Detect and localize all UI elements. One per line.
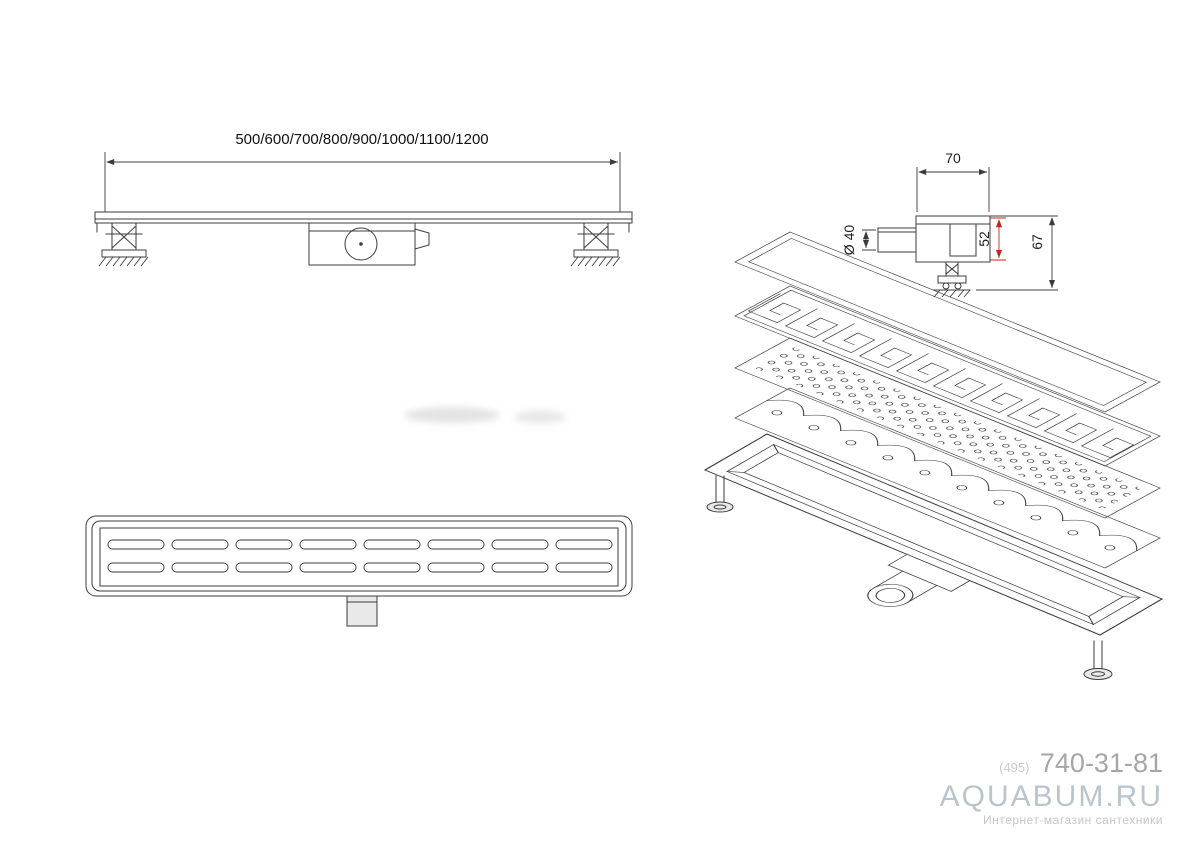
- channel-depth-edges: [726, 444, 1141, 625]
- frame-layer: [734, 231, 1161, 413]
- foot-cross-brace: [583, 225, 609, 249]
- end-view-dimensions: 70 Ø 40 52 67: [841, 150, 1058, 298]
- grate-panel: [99, 527, 619, 587]
- watermark-site-name: AQUABUM.RU: [940, 780, 1163, 813]
- adjustable-foot-front-left: [706, 475, 734, 513]
- foot-struts: [111, 222, 137, 251]
- pipe-diameter-extension-lines: [862, 229, 876, 251]
- grate-slots: [107, 539, 613, 573]
- adjustable-foot-front-right: [1083, 640, 1113, 680]
- width-dimension-value: 70: [945, 150, 961, 166]
- ground-hatch: [570, 256, 621, 267]
- watermark-tagline: Интернет-магазин сантехники: [983, 813, 1163, 827]
- trap-housing: [887, 553, 971, 592]
- foot-base-plate: [573, 249, 619, 258]
- drain-outlet-circle: [344, 227, 378, 261]
- body-height-extension-lines: [990, 217, 1006, 261]
- foot-cross-brace: [111, 225, 137, 249]
- outlet-center-dot: [359, 242, 363, 246]
- pipe-end: [867, 583, 914, 607]
- width-extension-lines: [916, 167, 990, 212]
- top-view: [85, 515, 633, 627]
- foot-base-plate: [101, 249, 147, 258]
- wave-profile: [765, 399, 1138, 552]
- dimension-extension-lines: [104, 152, 621, 212]
- body-height-value: 52: [976, 231, 992, 247]
- smudge-artifact: [404, 407, 566, 423]
- total-height-extension-lines: [976, 215, 1058, 291]
- length-dimension-label: 500/600/700/800/900/1000/1100/1200: [235, 131, 488, 148]
- end-view-foot: [933, 261, 971, 298]
- perforation-holes: [753, 346, 1142, 510]
- end-view-trap: [949, 223, 977, 257]
- channel-body: [703, 433, 1164, 636]
- wave-holes: [771, 410, 1116, 551]
- adjustable-foot-left: [98, 222, 149, 267]
- watermark: (495) 740-31-81 AQUABUM.RU Интернет-мага…: [940, 748, 1163, 827]
- pipe-diameter-value: Ø 40: [841, 225, 857, 256]
- ground-hatch: [98, 256, 149, 267]
- channel-inner-frame: [91, 520, 627, 592]
- exploded-view: [703, 231, 1164, 680]
- foot-struts: [583, 222, 609, 251]
- adjustable-foot-right: [570, 222, 621, 267]
- wave-plate-layer: [734, 387, 1161, 569]
- phone-prefix: (495): [999, 760, 1029, 775]
- watermark-phone: (495) 740-31-81: [999, 748, 1163, 778]
- side-view: 500/600/700/800/900/1000/1100/1200: [94, 131, 633, 267]
- ground-hatch: [933, 289, 971, 298]
- total-height-value: 67: [1029, 234, 1045, 250]
- side-clamp-tab: [414, 228, 430, 250]
- outlet-stub: [346, 595, 378, 627]
- end-tabs: [96, 222, 630, 233]
- perforated-plate-layer: [734, 337, 1161, 519]
- channel-top-bar: [94, 211, 633, 224]
- phone-number: 740-31-81: [1040, 748, 1163, 778]
- drain-pipe: [867, 553, 971, 607]
- pipe-walls: [872, 570, 938, 603]
- pipe-bore: [875, 588, 906, 603]
